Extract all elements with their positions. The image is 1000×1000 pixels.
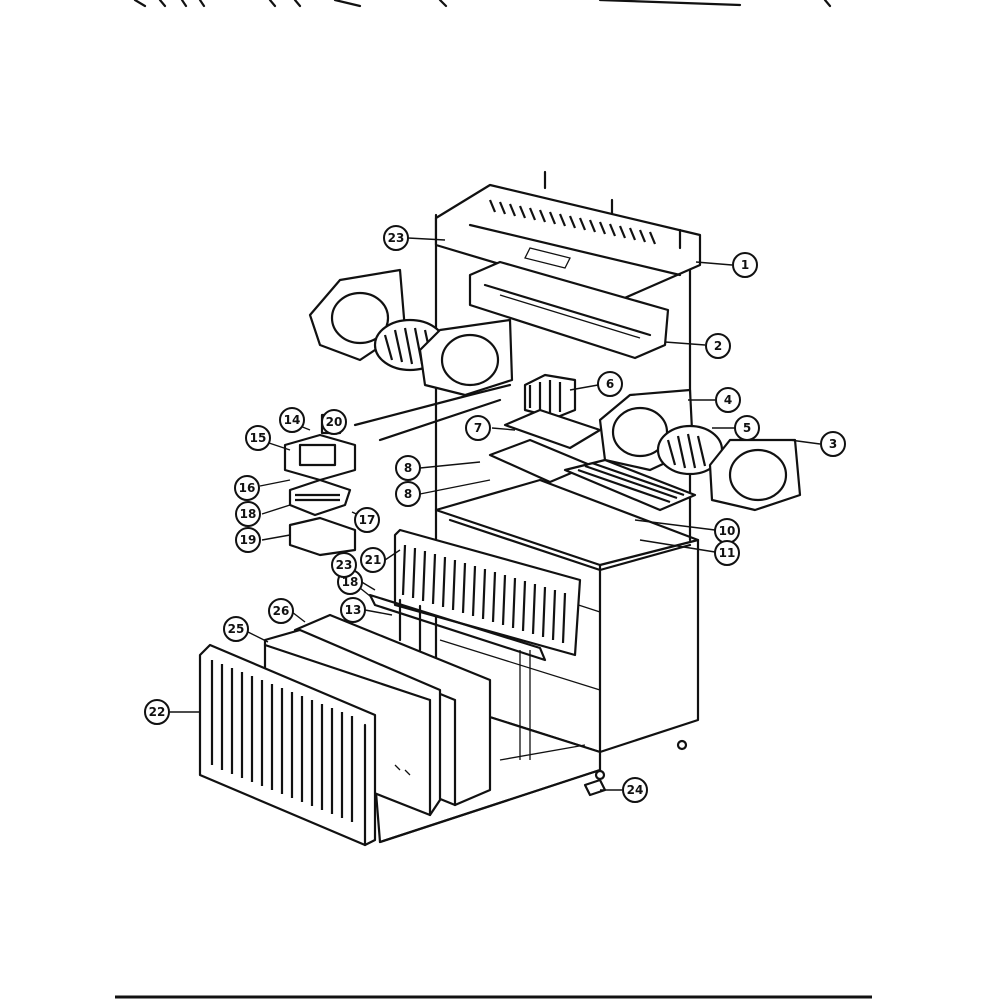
- callout-14: 14: [279, 407, 305, 433]
- callout-label: 4: [724, 393, 732, 407]
- callout-label: 5: [743, 421, 751, 435]
- callout-label: 24: [627, 783, 644, 797]
- callout-15: 15: [245, 425, 271, 451]
- callout-label: 16: [239, 481, 256, 495]
- control-box: [283, 413, 357, 557]
- callout-label: 19: [240, 533, 257, 547]
- callout-3: 3: [820, 431, 846, 457]
- callout-18a: 18: [235, 501, 261, 527]
- callout-label: 26: [273, 604, 290, 618]
- top-cover-grille: [488, 199, 657, 245]
- callout-11: 11: [714, 540, 740, 566]
- callout-label: 8: [404, 487, 412, 501]
- callouts: 1 2 3 4 5 6 7 8 8 10 11 13 14 15 16 17 1…: [144, 225, 846, 803]
- callout-10: 10: [714, 518, 740, 544]
- callout-16: 16: [234, 475, 260, 501]
- callout-1: 1: [732, 252, 758, 278]
- callout-label: 21: [365, 553, 382, 567]
- callout-label: 1: [741, 258, 749, 272]
- callout-label: 23: [388, 231, 405, 245]
- top-cover: [434, 170, 702, 302]
- callout-label: 7: [474, 421, 482, 435]
- callout-label: 17: [359, 513, 376, 527]
- callout-label: 18: [342, 575, 359, 589]
- callout-25: 25: [223, 616, 249, 642]
- callout-label: 2: [714, 339, 722, 353]
- header-remnant: [133, 0, 832, 8]
- callout-label: 3: [829, 437, 837, 451]
- right-blower-wheel: [656, 424, 724, 476]
- evaporator-coil: [563, 458, 697, 512]
- callout-21: 21: [360, 547, 386, 573]
- wire-lead: [353, 383, 512, 442]
- callout-19: 19: [235, 527, 261, 553]
- left-blower-assembly: [308, 268, 514, 397]
- callout-24: 24: [622, 777, 648, 803]
- callout-26: 26: [268, 598, 294, 624]
- fan-motor: [523, 373, 577, 420]
- callout-23b: 23: [383, 225, 409, 251]
- callout-17: 17: [354, 507, 380, 533]
- callout-13: 13: [340, 597, 366, 623]
- foot-screw: [583, 769, 607, 797]
- callout-label: 20: [326, 415, 343, 429]
- callout-label: 22: [149, 705, 166, 719]
- callout-label: 15: [250, 431, 267, 445]
- right-blower-assembly: [598, 388, 802, 512]
- front-panel: [198, 643, 377, 847]
- discharge-panel: [468, 260, 670, 360]
- callout-22: 22: [144, 699, 170, 725]
- callout-label: 10: [719, 524, 736, 538]
- callout-8a: 8: [395, 455, 421, 481]
- callout-label: 23: [336, 558, 353, 572]
- support-bracket: [368, 593, 547, 662]
- callout-7: 7: [465, 415, 491, 441]
- callout-label: 6: [606, 377, 614, 391]
- callout-label: 25: [228, 622, 245, 636]
- callout-label: 11: [719, 546, 736, 560]
- front-grille: [393, 528, 582, 657]
- callout-23a: 23: [331, 552, 357, 578]
- callout-label: 13: [345, 603, 362, 617]
- callout-4: 4: [715, 387, 741, 413]
- callout-6: 6: [597, 371, 623, 397]
- callout-label: 18: [240, 507, 257, 521]
- callout-label: 8: [404, 461, 412, 475]
- callout-2: 2: [705, 333, 731, 359]
- callout-5: 5: [734, 415, 760, 441]
- callout-8b: 8: [395, 481, 421, 507]
- callout-label: 14: [284, 413, 301, 427]
- callout-20: 20: [321, 409, 347, 435]
